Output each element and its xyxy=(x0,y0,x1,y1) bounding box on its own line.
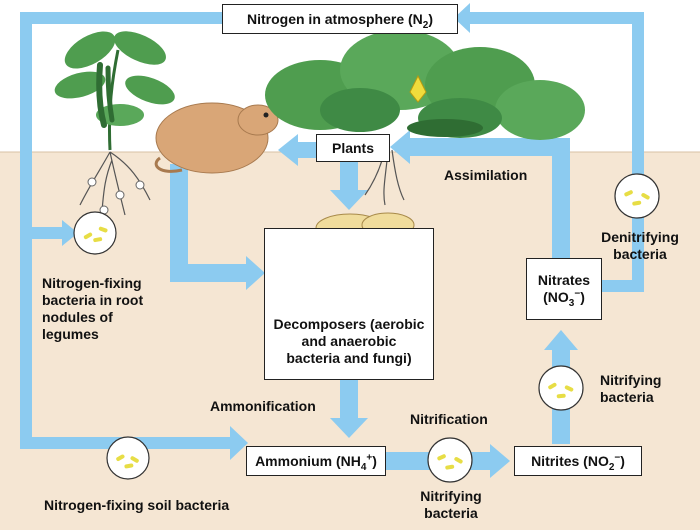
ammonium-superscript: + xyxy=(366,451,373,463)
root-nodules-line-4: legumes xyxy=(42,326,99,342)
decomposers-line-1: Decomposers (aerobic xyxy=(273,316,425,332)
plants-label: Plants xyxy=(331,139,374,156)
denitrifying-line-2: bacteria xyxy=(613,246,667,262)
denitrifying-line-1: Denitrifying xyxy=(601,229,679,245)
root-nodules-line-1: Nitrogen-fixing xyxy=(42,275,142,291)
nitrates-formula: (NO xyxy=(543,289,569,305)
denitrifying-bacteria-label: Denitrifying bacteria xyxy=(588,229,692,263)
nitrifying-bacteria-bottom-icon xyxy=(427,437,473,483)
legume-plant-illustration xyxy=(54,31,175,231)
nitrifying-bacteria-right-label: Nitrifying bacteria xyxy=(600,372,661,406)
soil-bacteria-label: Nitrogen-fixing soil bacteria xyxy=(44,497,230,513)
nitrifying-bacteria-right-icon xyxy=(538,365,584,411)
plants-box: Plants xyxy=(316,134,390,162)
cycle-arrows xyxy=(20,3,644,478)
atmosphere-close: ) xyxy=(428,10,434,27)
root-nodule-bacteria-label: Nitrogen-fixing bacteria in root nodules… xyxy=(42,275,143,343)
ammonium-subscript: 4 xyxy=(360,461,367,473)
nitrites-box: Nitrites (NO2−) xyxy=(514,446,642,476)
nitrites-superscript: − xyxy=(614,451,621,463)
nitrifying-bacteria-bottom-label: Nitrifying bacteria xyxy=(411,488,491,522)
nitrates-box: Nitrates (NO3−) xyxy=(526,258,602,320)
atmosphere-box: Nitrogen in atmosphere (N2) xyxy=(222,4,458,34)
nitrifying-right-line-2: bacteria xyxy=(600,389,654,405)
nitrifying-bottom-line-2: bacteria xyxy=(424,505,478,521)
ammonium-close: ) xyxy=(372,452,377,469)
nitrites-close: ) xyxy=(620,452,625,469)
mole-illustration xyxy=(154,102,279,174)
ammonium-label: Ammonium (NH xyxy=(255,452,361,469)
decomposers-line-2: and anaerobic xyxy=(301,333,397,349)
root-nodules-line-2: bacteria in root xyxy=(42,292,144,308)
ammonification-label: Ammonification xyxy=(210,398,316,414)
nitrites-label: Nitrites (NO xyxy=(531,452,609,469)
nitrates-close: ) xyxy=(580,289,585,305)
assimilation-label: Assimilation xyxy=(444,167,528,183)
soil-bacteria-icon xyxy=(106,436,150,480)
decomposers-line-3: bacteria and fungi) xyxy=(286,350,412,366)
atmosphere-label: Nitrogen in atmosphere (N xyxy=(246,10,423,27)
nitrates-superscript: − xyxy=(574,288,581,300)
squash-plant-illustration xyxy=(265,30,585,206)
nitrates-line-1: Nitrates xyxy=(537,272,591,288)
ammonium-box: Ammonium (NH4+) xyxy=(246,446,386,476)
decomposers-box: Decomposers (aerobic and anaerobic bacte… xyxy=(264,228,434,380)
nitrification-label: Nitrification xyxy=(410,411,488,427)
nitrifying-right-line-1: Nitrifying xyxy=(600,372,662,388)
denitrifying-bacteria-icon xyxy=(614,173,660,219)
root-nodules-line-3: nodules of xyxy=(42,309,113,325)
root-nodule-bacteria-icon xyxy=(73,211,117,255)
nitrites-subscript: 2 xyxy=(608,461,615,473)
nitrates-subscript: 3 xyxy=(568,297,575,309)
atmosphere-subscript: 2 xyxy=(422,19,429,31)
nitrifying-bottom-line-1: Nitrifying xyxy=(420,488,482,504)
